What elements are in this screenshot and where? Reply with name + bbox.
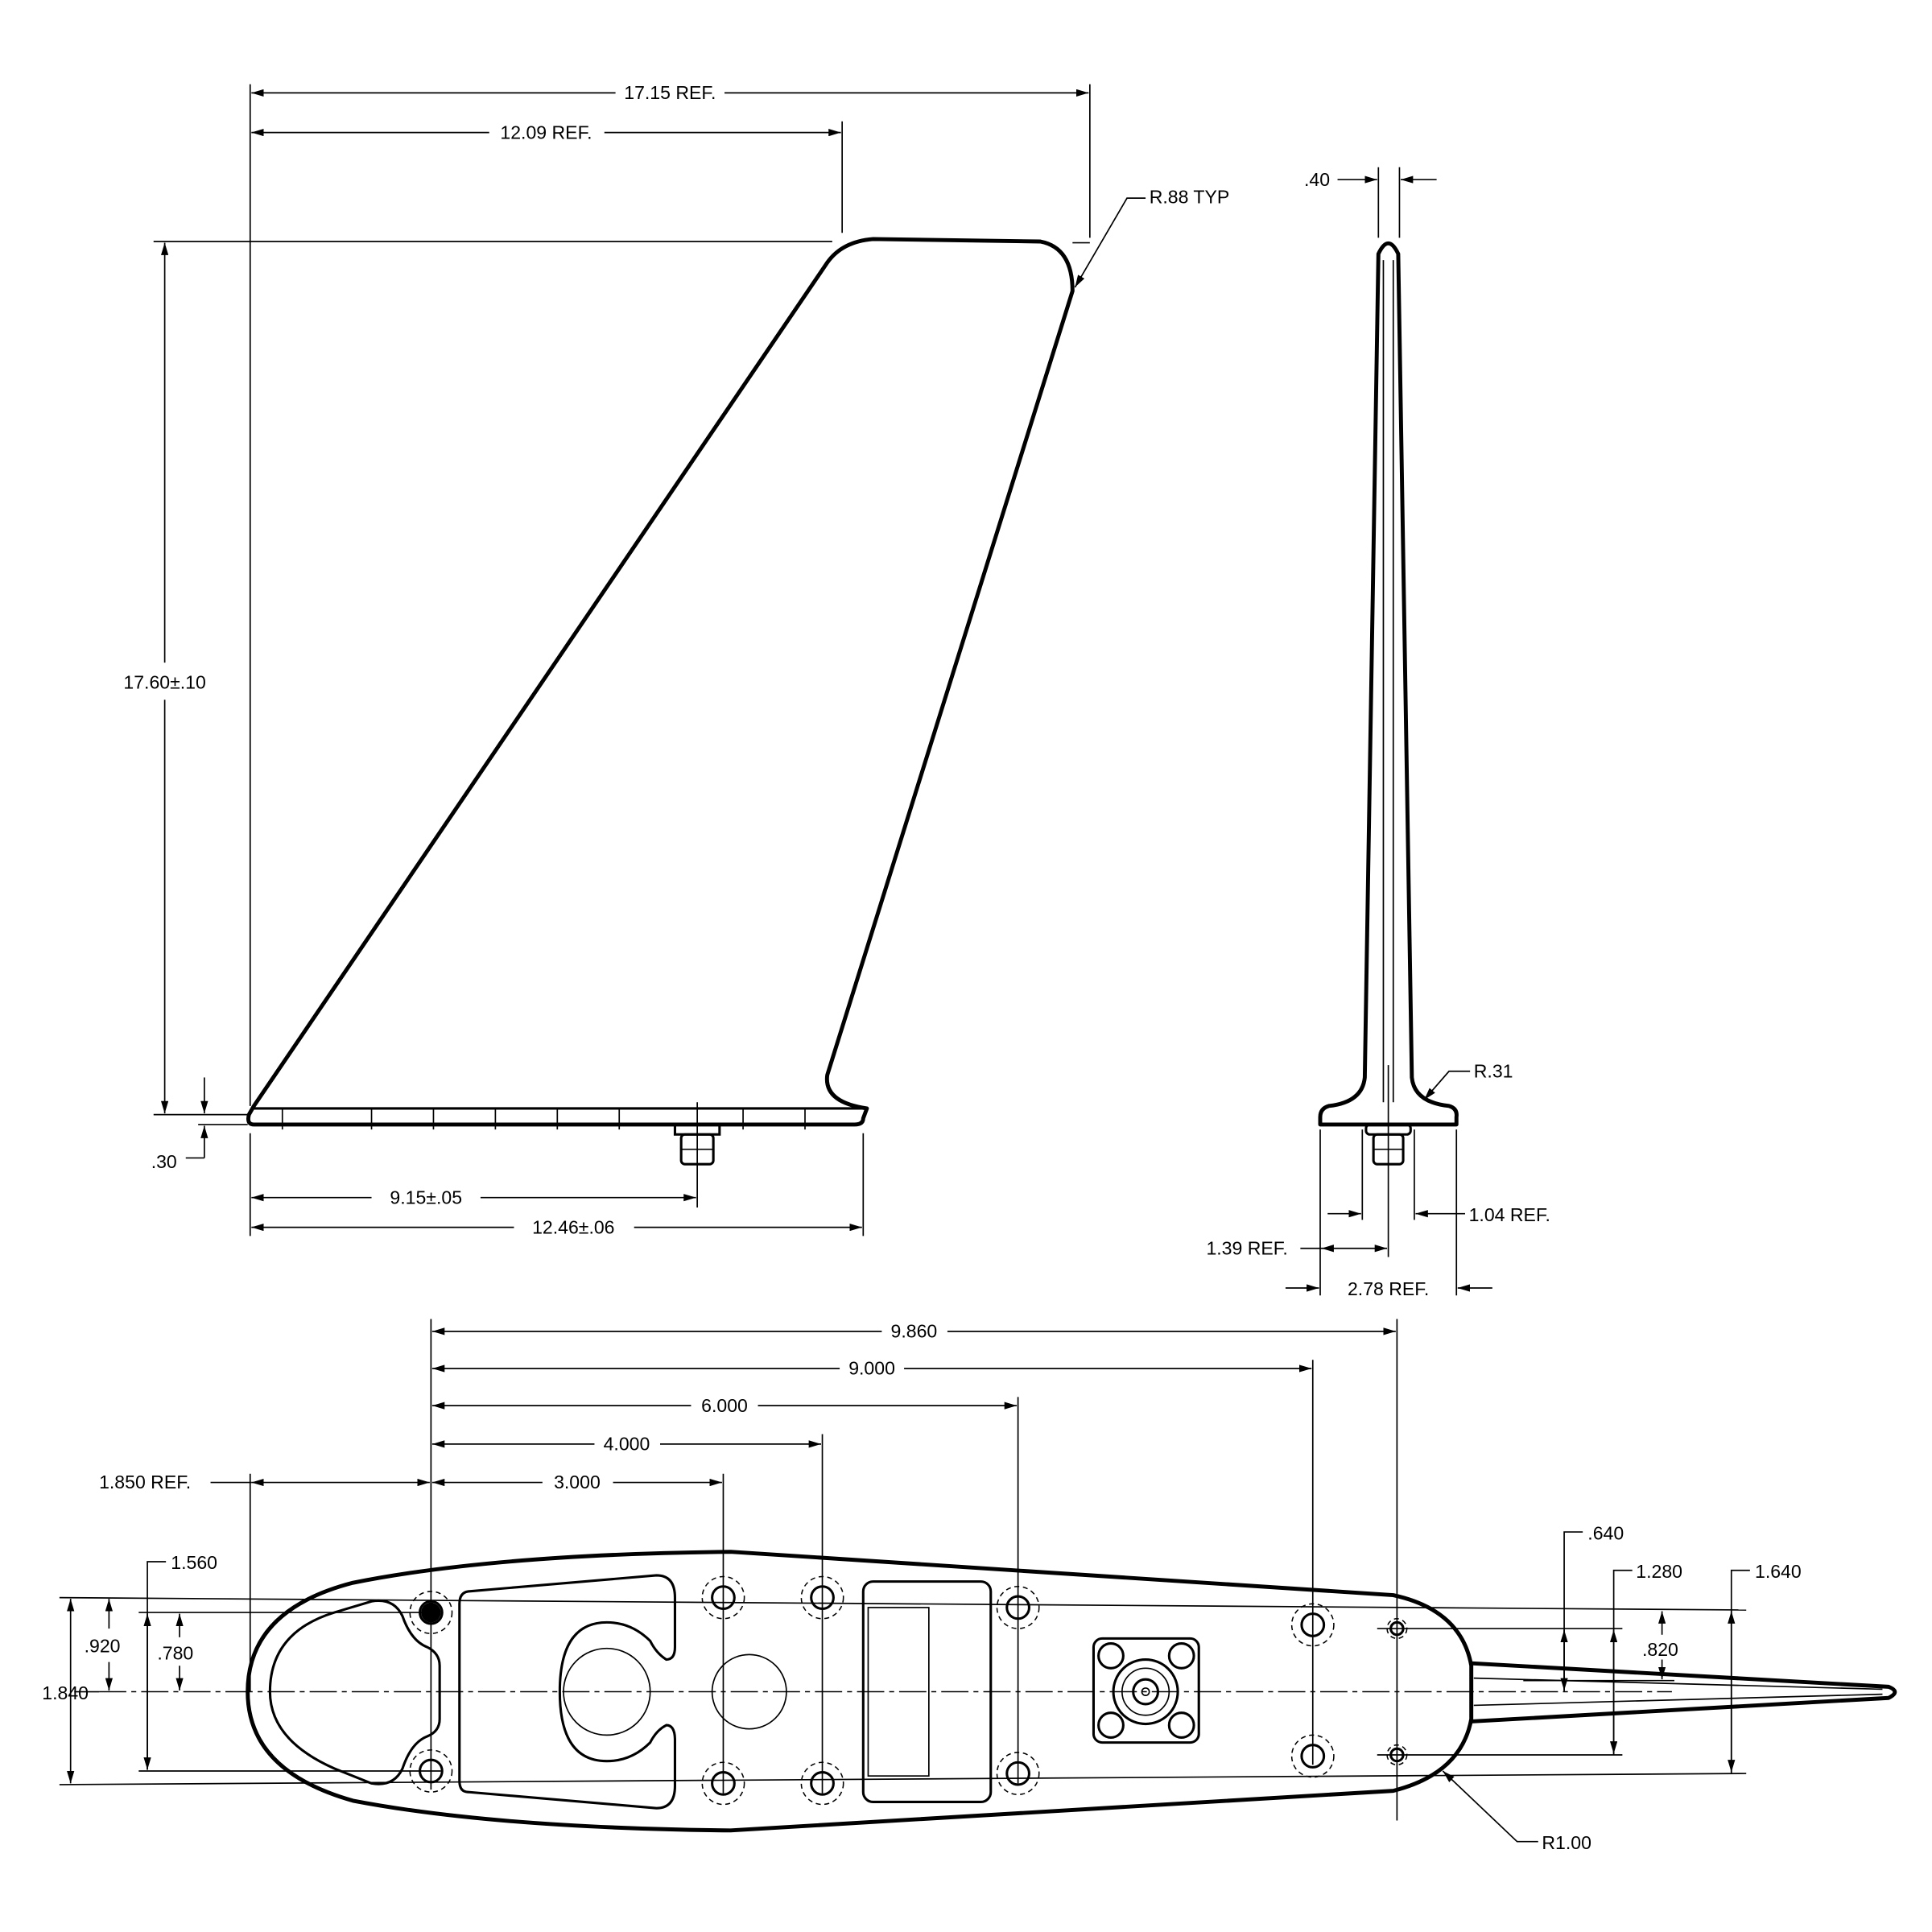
fin-outline (246, 237, 1075, 1127)
dim-base-length: 12.46±.06 (532, 1216, 614, 1237)
center-pocket (458, 1574, 676, 1810)
dim-left-inner-spacing: 1.560 (171, 1552, 217, 1573)
rf-connector (1092, 1637, 1200, 1744)
dim-nose-radius: R1.00 (1542, 1832, 1591, 1853)
side-view: 17.15 REF. 12.09 REF. R.88 TYP 17.60±.10… (123, 82, 1229, 1237)
dim-hole-spacing-2: 9.000 (848, 1358, 895, 1379)
dim-tip-thickness: .40 (1304, 169, 1330, 190)
blade-outline (1318, 241, 1459, 1127)
dim-right-small-half: .640 (1587, 1522, 1624, 1543)
dim-right-small-spacing: 1.280 (1636, 1561, 1682, 1582)
dim-left-outer-spacing: 1.840 (42, 1682, 89, 1703)
dim-corner-radius: R.88 TYP (1150, 186, 1230, 207)
base-plate-outline (246, 1550, 1474, 1833)
dim-top-chord: 12.09 REF. (500, 122, 592, 142)
dim-hole-spacing-5: 3.000 (554, 1472, 601, 1492)
base-ticks (281, 1108, 806, 1130)
dim-half-base-width: 1.39 REF. (1206, 1237, 1287, 1258)
dim-connector-location: 9.15±.05 (390, 1187, 462, 1208)
dim-hole-spacing-3: 6.000 (701, 1395, 748, 1416)
front-connector (1364, 1123, 1412, 1166)
bottom-view: 9.860 9.000 6.000 4.000 3.000 1.850 REF.… (42, 1319, 1897, 1853)
dim-hole-spacing-1: 9.860 (891, 1321, 938, 1342)
dim-left-inner-half-spacing: .780 (157, 1643, 193, 1664)
dim-base-thickness: .30 (151, 1151, 177, 1172)
dim-overall-width: 17.15 REF. (624, 82, 716, 103)
dim-nose-offset: 1.850 REF. (99, 1472, 191, 1492)
dim-left-half-spacing: .920 (85, 1635, 121, 1656)
dim-base-width: 2.78 REF. (1348, 1278, 1429, 1299)
front-view: .40 R.31 1.04 REF. 1.39 REF. 2.78 REF. (1206, 167, 1550, 1299)
dim-fillet-radius: R.31 (1474, 1060, 1513, 1081)
dim-height: 17.60±.10 (123, 671, 205, 692)
blade-tip (1471, 1661, 1897, 1724)
dim-right-outer-spacing: 1.640 (1755, 1561, 1802, 1582)
dim-right-offset: .820 (1642, 1639, 1678, 1660)
dim-root-width: 1.04 REF. (1469, 1204, 1550, 1225)
dim-hole-spacing-4: 4.000 (604, 1434, 650, 1455)
